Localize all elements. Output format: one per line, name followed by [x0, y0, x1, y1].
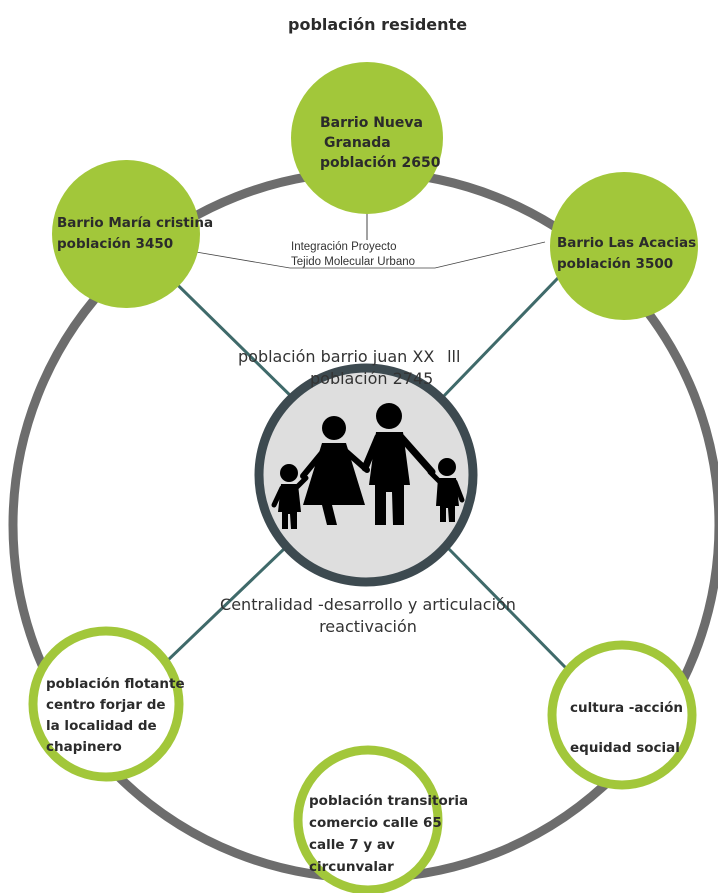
node-bottom-left [28, 626, 184, 782]
node-right [550, 172, 698, 320]
diagram-title: población residente [288, 15, 468, 34]
node-bottom-right-line1: cultura -acción [570, 700, 684, 716]
node-bottom-line1: población transitoria [309, 793, 469, 809]
integration-line2: Tejido Molecular Urbano [291, 255, 416, 268]
center-caption2: reactivación [319, 617, 417, 636]
node-top-line1: Barrio Nueva [320, 115, 423, 131]
center-line2: población 2745 [310, 369, 434, 388]
node-right-label: Barrio Las Acacias población 3500 [557, 233, 696, 275]
node-top [291, 62, 443, 214]
node-bottom [293, 745, 443, 893]
node-bottom-left-label: población flotante centro forjar de la l… [46, 674, 185, 758]
node-bottom-right [547, 640, 697, 790]
family-icon [271, 403, 465, 529]
node-bottom-label: población transitoria comercio calle 65 … [309, 790, 468, 878]
node-bottom-left-line1: población flotante [46, 676, 185, 692]
center-circle [254, 363, 478, 587]
node-left [52, 160, 200, 308]
node-bottom-right-label: cultura -acción equidad social [570, 688, 683, 768]
node-left-line2: población 3450 [57, 236, 174, 252]
node-right-line2: población 3500 [557, 256, 674, 272]
node-top-line3: población 2650 [320, 155, 441, 171]
node-bottom-left-line3: la localidad de [46, 718, 157, 734]
node-left-line1: Barrio María cristina [57, 215, 214, 231]
center-caption: Centralidad -desarrollo y articulación r… [215, 594, 521, 638]
node-left-label: Barrio María cristina población 3450 [57, 213, 213, 255]
node-bottom-line4: circunvalar [309, 859, 394, 875]
node-right-line1: Barrio Las Acacias [557, 235, 697, 251]
node-top-label: Barrio Nueva Granada población 2650 [320, 113, 440, 173]
node-bottom-right-line2: equidad social [570, 740, 680, 756]
connector-lines [195, 241, 546, 269]
center-title: población barrio juan XXlll población 2… [238, 346, 460, 390]
integration-label: Integración Proyecto Tejido Molecular Ur… [291, 240, 415, 270]
node-bottom-left-line4: chapinero [46, 739, 122, 755]
node-bottom-line3: calle 7 y av [309, 837, 395, 853]
center-line1: población barrio juan XXlll [238, 347, 461, 366]
integration-line1: Integración Proyecto [291, 241, 397, 253]
node-top-line2: Granada [324, 135, 391, 151]
node-bottom-left-line2: centro forjar de [46, 697, 166, 713]
node-bottom-line2: comercio calle 65 [309, 815, 442, 831]
center-caption1: Centralidad -desarrollo y articulación [220, 595, 516, 614]
